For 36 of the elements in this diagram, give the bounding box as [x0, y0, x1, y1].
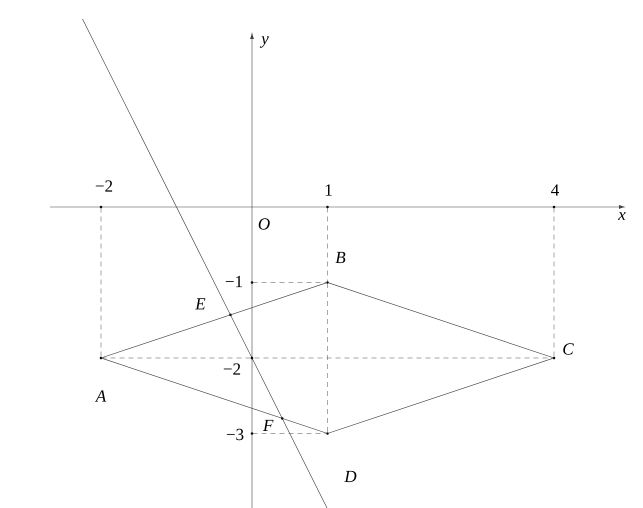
segment	[252, 282, 328, 283]
segment	[252, 433, 328, 434]
point: B	[326, 252, 346, 284]
point: −2	[224, 356, 254, 375]
node-label: E	[195, 298, 206, 310]
point: 1	[326, 184, 332, 208]
point: A	[94, 356, 106, 402]
node-label: −1	[226, 276, 242, 288]
segment	[327, 207, 328, 282]
point: F	[262, 417, 284, 431]
segment	[328, 282, 553, 358]
point: E	[195, 298, 232, 316]
node-label: −2	[96, 180, 112, 192]
node-label: 4	[551, 184, 559, 196]
point: D	[326, 432, 356, 482]
axis-label: x	[618, 212, 626, 220]
segment	[100, 207, 102, 358]
point: 4	[551, 184, 559, 208]
point: −1	[226, 276, 254, 288]
node-label: F	[262, 420, 274, 431]
axis-label: y	[260, 36, 269, 48]
node-label: D	[344, 470, 356, 482]
segment	[327, 282, 328, 434]
axis-label: O	[258, 218, 270, 230]
node-label: −3	[226, 428, 244, 440]
point: C	[552, 343, 574, 360]
point: −2	[96, 180, 112, 208]
node-label: A	[94, 390, 106, 402]
segment	[328, 358, 553, 434]
segment	[102, 282, 326, 358]
point: −3	[226, 428, 254, 440]
node-label: C	[563, 343, 574, 355]
segment	[102, 358, 326, 434]
node-label: 1	[326, 184, 332, 196]
node-label: −2	[224, 363, 240, 375]
node-label: B	[335, 252, 346, 264]
